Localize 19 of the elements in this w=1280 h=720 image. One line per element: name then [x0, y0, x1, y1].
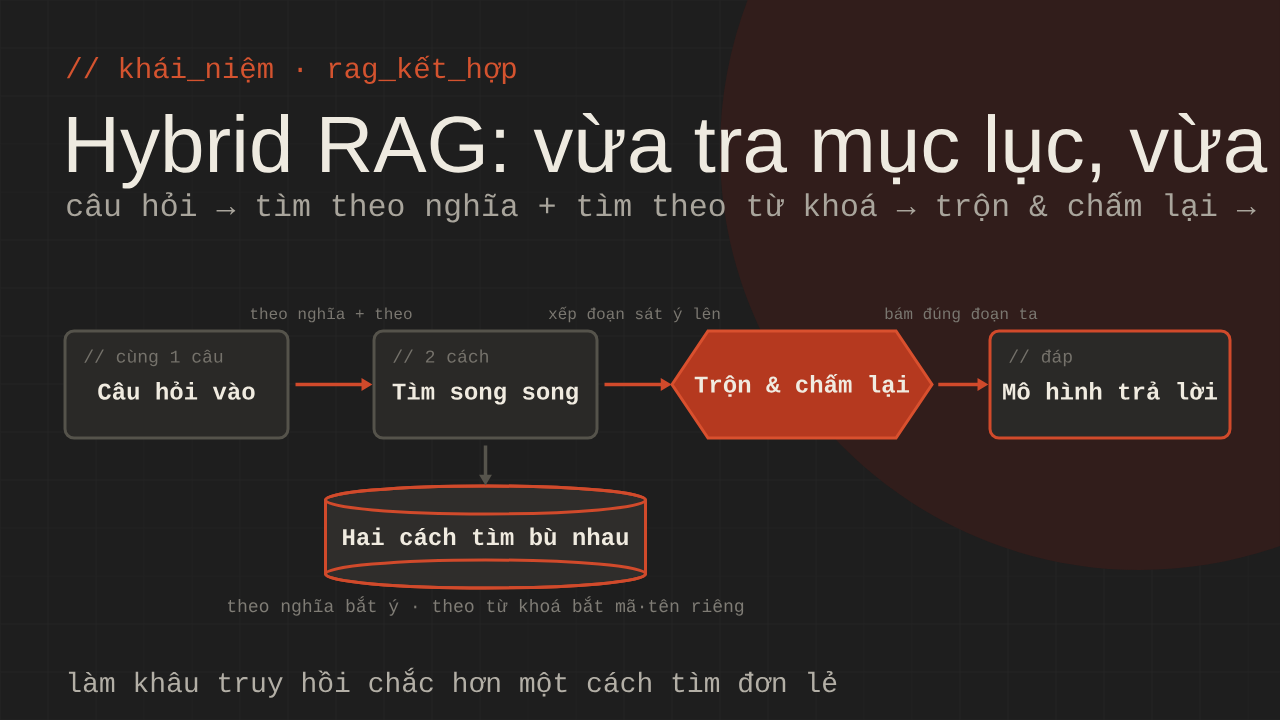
- edge-label: xếp đoạn sát ý lên: [548, 306, 720, 323]
- step-title: Câu hỏi vào: [98, 381, 255, 400]
- step-title: Tìm song song: [392, 382, 578, 405]
- section-tag: // khái_niệm · rag_kết_hợp: [66, 55, 516, 84]
- step-title: Mô hình trả lời: [1003, 381, 1218, 400]
- step-comment: // cùng 1 câu: [84, 349, 223, 367]
- process-box: [988, 329, 1232, 440]
- footer-note: làm khâu truy hồi chắc hơn một cách tìm đơn lẻ: [68, 667, 837, 698]
- cylinder-caption: theo nghĩa bắt ý · theo từ khoá bắt mã·tên riêng: [227, 596, 744, 616]
- process-box: [372, 329, 599, 440]
- step-title: Trộn & chấm lại: [694, 374, 910, 397]
- step-comment: // đáp: [1009, 349, 1072, 367]
- edge-label: theo nghĩa + theo: [250, 307, 412, 323]
- process-box: [63, 329, 290, 440]
- step-comment: // 2 cách: [393, 349, 488, 363]
- page-title: Hybrid RAG: vừa tra mục lục, vừa: [68, 113, 1268, 189]
- step-title: Hai cách tìm bù nhau: [343, 527, 628, 546]
- subtitle: câu hỏi → tìm theo nghĩa + tìm theo từ khoá → trộn & chấm lại →: [67, 191, 1256, 223]
- edge-label: bám đúng đoạn ta: [885, 307, 1038, 323]
